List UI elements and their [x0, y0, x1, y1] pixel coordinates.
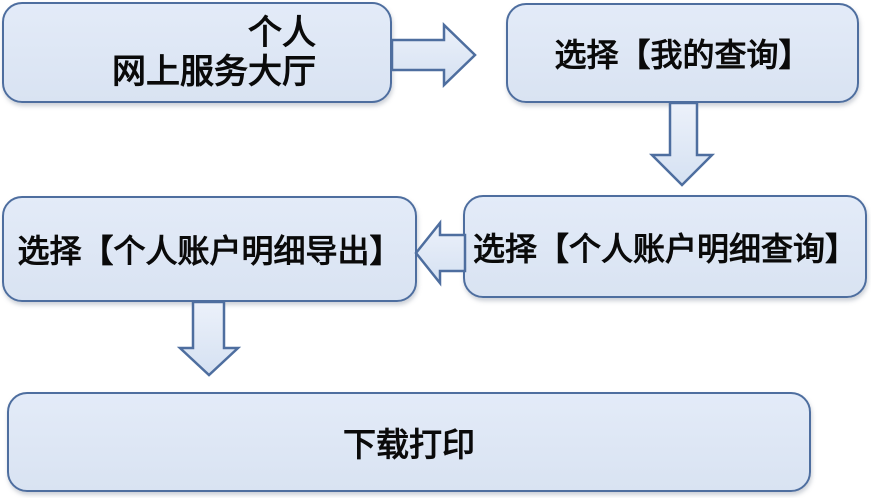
node-label-line: 个人	[248, 13, 316, 52]
node-select-my-query: 选择【我的查询】	[506, 3, 859, 103]
node-select-account-detail-export: 选择【个人账户明细导出】	[2, 196, 417, 302]
node-label: 选择【我的查询】	[554, 37, 811, 73]
node-personal-service-hall: 个人 网上服务大厅	[2, 2, 392, 103]
node-download-print: 下载打印	[7, 392, 811, 492]
node-label: 选择【个人账户明细导出】	[17, 233, 402, 269]
arrow-left-icon	[414, 219, 467, 287]
node-select-account-detail-query: 选择【个人账户明细查询】	[463, 195, 867, 298]
arrow-down-icon	[176, 300, 242, 377]
node-label: 选择【个人账户明细查询】	[472, 230, 857, 267]
arrow-down-icon	[648, 101, 716, 187]
arrow-right-icon	[390, 22, 477, 88]
node-label-line: 网上服务大厅	[112, 52, 316, 91]
node-label: 下载打印	[343, 426, 475, 463]
